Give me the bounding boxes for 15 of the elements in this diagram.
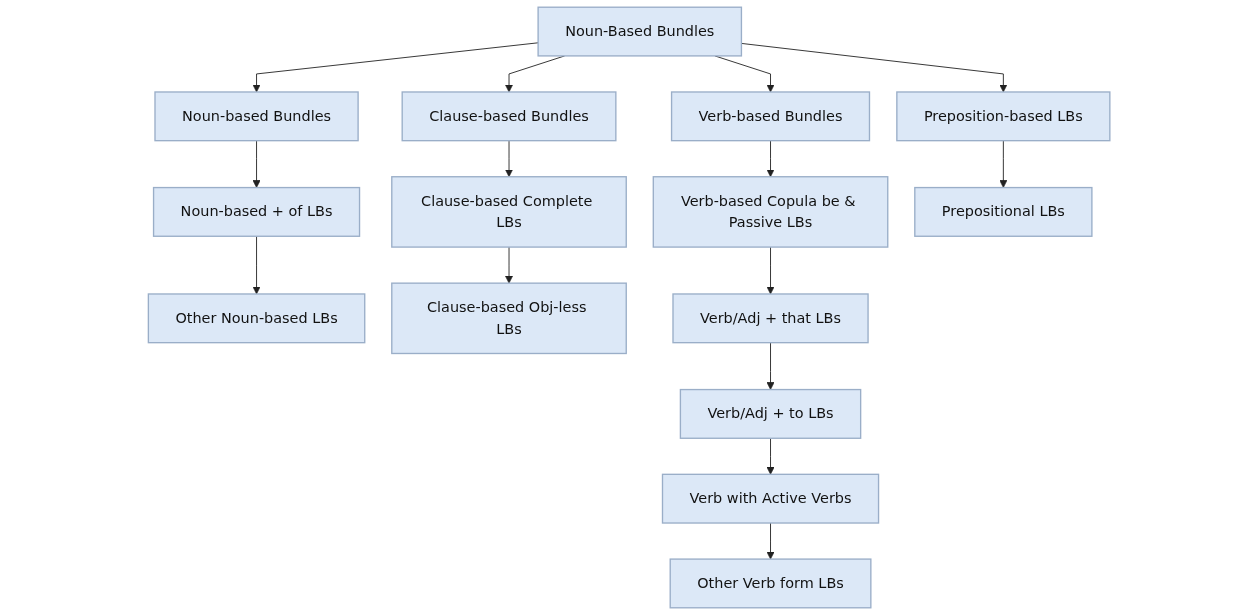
node-box: Clause-based Bundles [401,91,617,142]
node-box: Other Verb form LBs [669,558,872,609]
node-box: Verb-based Copula be & Passive LBs [652,176,889,248]
node-box: Noun-Based Bundles [537,6,742,57]
node-box: Clause-based Obj-less LBs [391,282,627,355]
node-box: Noun-based + of LBs [152,186,361,237]
node-box: Preposition-based LBs [896,91,1111,142]
node-box: Verb/Adj + to LBs [679,388,862,439]
node-box: Verb/Adj + that LBs [672,293,869,344]
node-box: Noun-based Bundles [154,91,359,142]
node-box: Verb-based Bundles [670,91,871,142]
node-box: Other Noun-based LBs [147,293,366,344]
node-box: Clause-based Complete LBs [391,176,627,248]
node-box: Verb with Active Verbs [661,473,880,524]
node-box: Prepositional LBs [914,186,1093,237]
